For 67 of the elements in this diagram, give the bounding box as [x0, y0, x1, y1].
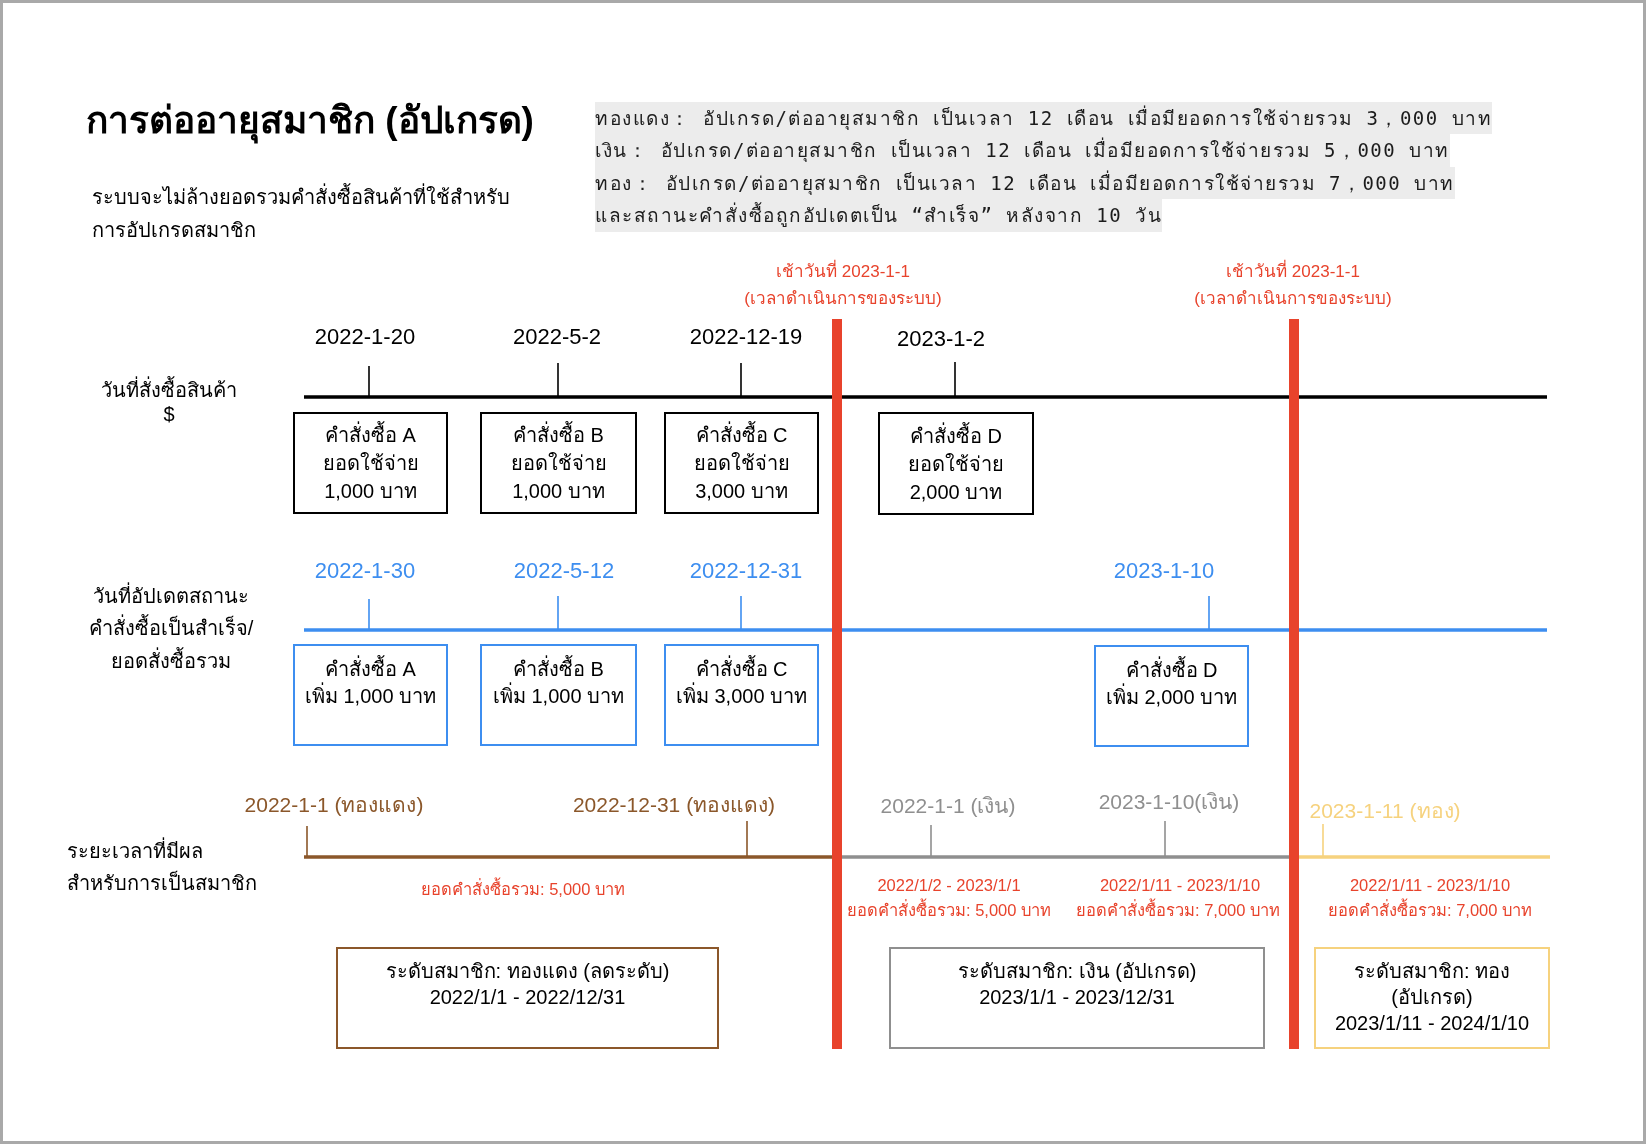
period-date-label: 2023-1-11 (ทอง)	[1309, 798, 1461, 824]
update-date-label: 2023-1-10	[1113, 557, 1215, 585]
rule-text: และสถานะคำสั่งซื้อถูกอัปเดตเป็น “สำเร็จ” หลังจาก 10 วัน	[595, 199, 1162, 232]
order-amount: ยอดใช้จ่าย 1,000 บาท	[321, 451, 420, 504]
row-label: วันที่อัปเดตสถานะคำสั่งซื้อเป็นสำเร็จ/ยอดสั่งซื้อรวม	[87, 581, 255, 674]
period-date-label: 2022-12-31 (ทองแดง)	[572, 792, 776, 818]
order-date-label: 2022-1-20	[314, 323, 416, 351]
membership-tier-box	[889, 947, 1265, 1049]
order-box	[293, 412, 448, 514]
cutoff-label: (เวลาดำเนินการของระบบ)	[1194, 287, 1392, 310]
status-update-box	[293, 644, 448, 746]
status-update-box	[664, 644, 819, 746]
rule-text: ทองแดง： อัปเกรด/ต่ออายุสมาชิก เป็นเวลา 12 เดือน เมื่อมียอดการใช้จ่ายรวม 3，000 บาท	[595, 101, 1493, 135]
order-box	[480, 412, 637, 514]
note-text: ระบบจะไม่ล้างยอดรวมคำสั่งซื้อสินค้าที่ใช้สำหรับการอัปเกรดสมาชิก	[92, 182, 511, 243]
status-update-box	[1094, 645, 1249, 747]
tier-period: 2023/1/11 - 2024/1/10	[1334, 1011, 1530, 1036]
update-date-label: 2022-1-30	[314, 557, 416, 585]
added-amount: เพิ่ม 3,000 บาท	[675, 683, 808, 710]
diagram-title: การต่ออายุสมาชิก (อัปเกรด)	[86, 96, 534, 146]
order-name: คำสั่งซื้อ C	[695, 656, 788, 683]
added-amount: เพิ่ม 1,000 บาท	[304, 683, 437, 710]
total-label: 2022/1/11 - 2023/1/10	[1099, 874, 1261, 896]
period-date-label: 2022-1-1 (เงิน)	[880, 793, 1016, 819]
order-date-label: 2022-12-19	[689, 323, 803, 351]
total-label: ยอดคำสั่งซื้อรวม: 5,000 บาท	[847, 897, 1051, 921]
order-name: คำสั่งซื้อ A	[325, 421, 416, 449]
total-label: ยอดคำสั่งซื้อรวม: 7,000 บาท	[1076, 897, 1280, 921]
update-date-label: 2022-12-31	[689, 557, 803, 585]
row-label: ระยะเวลาที่มีผลสำหรับการเป็นสมาชิก	[67, 836, 258, 897]
order-name: คำสั่งซื้อ C	[695, 421, 788, 449]
total-label: ยอดคำสั่งซื้อรวม: 5,000 บาท	[421, 876, 625, 900]
rule-text: เงิน： อัปเกรด/ต่ออายุสมาชิก เป็นเวลา 12 เดือน เมื่อมียอดการใช้จ่ายรวม 5，000 บาท	[595, 134, 1450, 167]
order-amount: ยอดใช้จ่าย 2,000 บาท	[907, 451, 1005, 505]
row-label: วันที่สั่งซื้อสินค้า	[101, 378, 237, 402]
order-date-label: 2022-5-2	[512, 323, 602, 351]
membership-tier-box	[336, 947, 719, 1049]
tier-period: 2022/1/1 - 2022/12/31	[429, 985, 626, 1010]
order-box	[878, 412, 1034, 515]
added-amount: เพิ่ม 1,000 บาท	[492, 683, 625, 710]
order-amount: ยอดใช้จ่าย 3,000 บาท	[692, 451, 791, 504]
status-update-box	[480, 644, 637, 746]
order-box	[664, 412, 819, 514]
total-label: 2022/1/2 - 2023/1/1	[877, 874, 1021, 896]
period-date-label: 2023-1-10(เงิน)	[1098, 789, 1240, 815]
cutoff-label: เช้าวันที่ 2023-1-1	[776, 258, 910, 283]
order-name: คำสั่งซื้อ D	[1125, 657, 1218, 684]
order-name: คำสั่งซื้อ A	[325, 656, 416, 683]
tier-period: 2023/1/1 - 2023/12/31	[979, 985, 1175, 1010]
total-label: ยอดคำสั่งซื้อรวม: 7,000 บาท	[1328, 897, 1532, 921]
cutoff-label: เช้าวันที่ 2023-1-1	[1226, 258, 1360, 283]
order-amount: ยอดใช้จ่าย 1,000 บาท	[509, 451, 608, 504]
order-name: คำสั่งซื้อ B	[513, 421, 604, 449]
cutoff-label: (เวลาดำเนินการของระบบ)	[744, 287, 942, 310]
order-date-label: 2023-1-2	[896, 325, 986, 353]
membership-tier-box	[1314, 947, 1550, 1049]
order-name: คำสั่งซื้อ B	[513, 656, 604, 683]
tier-label: ระดับสมาชิก: เงิน (อัปเกรด)	[957, 959, 1197, 984]
total-label: 2022/1/11 - 2023/1/10	[1349, 874, 1511, 896]
added-amount: เพิ่ม 2,000 บาท	[1105, 684, 1238, 711]
order-name: คำสั่งซื้อ D	[910, 421, 1002, 449]
rule-text: ทอง： อัปเกรด/ต่ออายุสมาชิก เป็นเวลา 12 เดือน เมื่อมียอดการใช้จ่ายรวม 7，000 บาท	[595, 166, 1455, 200]
update-date-label: 2022-5-12	[513, 557, 615, 585]
period-date-label: 2022-1-1 (ทองแดง)	[244, 792, 424, 818]
row-label: $	[163, 402, 175, 426]
tier-label: ระดับสมาชิก: ทอง (อัปเกรด)	[1352, 959, 1512, 1010]
tier-label: ระดับสมาชิก: ทองแดง (ลดระดับ)	[385, 959, 670, 984]
